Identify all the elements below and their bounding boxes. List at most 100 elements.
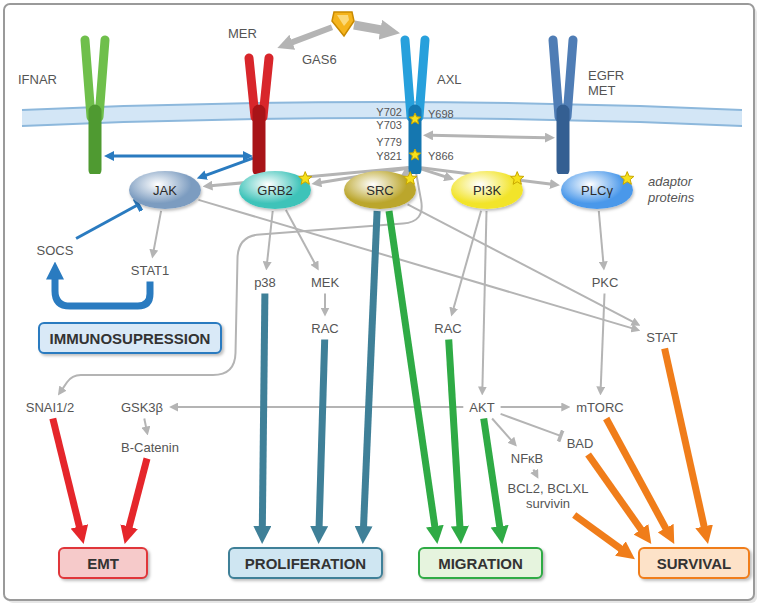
node-text: BAD	[567, 436, 594, 451]
connector-arrow	[144, 419, 146, 429]
connector-arrow	[449, 340, 460, 530]
node-text: mTORC	[576, 400, 623, 415]
receptor-shape	[18, 22, 118, 174]
node-text: SRC	[366, 183, 393, 198]
node-label-box: STAT1	[128, 262, 173, 279]
frame	[4, 4, 754, 600]
annotation: adaptor proteins	[648, 174, 728, 206]
adaptor-protein: PLCγ	[561, 171, 633, 209]
connector-arrow	[286, 210, 315, 264]
phospho-site: Y698	[428, 108, 458, 121]
intracellular-domain	[89, 111, 102, 170]
intracellular-domain	[253, 111, 266, 170]
node-text: p38	[254, 275, 276, 290]
outcome-box: EMT	[58, 547, 148, 579]
label-slot: Y866	[428, 150, 458, 163]
receptor: IFNAR	[18, 22, 118, 174]
node-text: PLCγ	[581, 183, 613, 198]
phospho-site: Y821	[372, 150, 402, 163]
connector-arrow	[324, 294, 326, 310]
node-label-box: PKC	[589, 274, 622, 291]
phospho-star	[409, 113, 420, 124]
node-text: MIGRATION	[438, 556, 523, 571]
node-text: NFκB	[511, 451, 544, 466]
node-text: B-Catenin	[121, 440, 179, 455]
connector-arrow	[112, 155, 245, 158]
connector-arrow	[363, 211, 377, 530]
node-label-box: BAD	[564, 435, 597, 452]
connector-arrow	[482, 211, 486, 388]
node-text: PKC	[592, 275, 619, 290]
ligand: GAS6	[300, 10, 370, 72]
node-text: MER	[228, 26, 268, 41]
node-text: IMMUNOSUPRESSION	[50, 331, 211, 346]
label-slot: Y779	[372, 136, 402, 149]
node-label-box: STAT	[643, 329, 680, 346]
outcome-box: PROLIFERATION	[228, 547, 383, 579]
label-slot: Y821	[372, 150, 402, 163]
connector-arrow	[431, 135, 547, 137]
node-text: EGFR MET	[588, 68, 633, 98]
connector-arrow	[289, 27, 332, 43]
node-text: PROLIFERATION	[245, 556, 366, 571]
node-text: AXL	[437, 72, 477, 87]
phospho-star	[409, 149, 420, 160]
connector-arrow	[533, 470, 535, 473]
connector-arrow	[389, 211, 435, 530]
inhibition-line	[501, 414, 561, 436]
extracellular-domain	[85, 40, 91, 117]
node-label-box: MEK	[308, 274, 342, 291]
label-slot: adaptor proteins	[648, 174, 728, 206]
node-text: PI3K	[473, 183, 501, 198]
connector-arrow	[492, 419, 512, 442]
outcome-box: MIGRATION	[418, 547, 543, 579]
node-text: GAS6	[302, 52, 346, 67]
node-text: IFNAR	[18, 72, 73, 87]
node-text: BCL2, BCLXL survivin	[505, 481, 591, 511]
adaptor-protein: JAK	[129, 171, 201, 209]
adaptor-protein: GRB2	[239, 171, 311, 209]
outcome-box: IMMUNOSUPRESSION	[38, 322, 223, 354]
extracellular-domain	[405, 40, 411, 117]
connector-arrow	[55, 276, 150, 306]
node-text: MEK	[311, 275, 339, 290]
node-label-box: AKT	[466, 399, 497, 416]
extracellular-domain	[553, 40, 559, 117]
node-label-box: NFκB	[508, 450, 547, 467]
node-text: STAT	[646, 330, 677, 345]
adaptor-protein: SRC	[344, 171, 416, 209]
node-label-box: GSK3β	[118, 399, 166, 416]
phospho-site: Y866	[428, 150, 458, 163]
ligand-shape	[332, 12, 354, 36]
phospho-star	[299, 172, 312, 185]
node-label-box: mTORC	[573, 399, 626, 416]
node-text: JAK	[153, 183, 177, 198]
connector-arrow	[354, 25, 384, 30]
phospho-star	[621, 172, 634, 185]
phospho-site: Y702	[372, 106, 402, 119]
node-text: GSK3β	[121, 400, 163, 415]
node-label-box: B-Catenin	[118, 439, 182, 456]
receptor: EGFR MET	[540, 22, 640, 174]
connector-arrow	[606, 419, 667, 532]
connector-arrow	[204, 158, 253, 176]
node-text: SURVIVAL	[657, 556, 731, 571]
connector-arrow	[408, 204, 634, 322]
node-text: GRB2	[257, 183, 292, 198]
connector-arrow	[319, 340, 325, 530]
label-slot: Y702	[372, 106, 402, 119]
ligand-highlight	[337, 15, 349, 26]
node-label-box: p38	[251, 274, 279, 291]
phospho-site: Y779	[372, 136, 402, 149]
node-label-box: BCL2, BCLXL survivin	[502, 480, 594, 512]
receptor-shape	[228, 22, 290, 174]
phospho-star	[511, 172, 524, 185]
adaptor-protein: PI3K	[451, 171, 523, 209]
node-text: STAT1	[131, 263, 170, 278]
connector-arrow	[501, 406, 563, 408]
node-text: EMT	[87, 556, 119, 571]
node-text: SOCS	[37, 243, 74, 258]
connector-arrow	[453, 211, 481, 310]
connector-arrow	[588, 455, 643, 533]
receptor: MER	[228, 22, 290, 174]
